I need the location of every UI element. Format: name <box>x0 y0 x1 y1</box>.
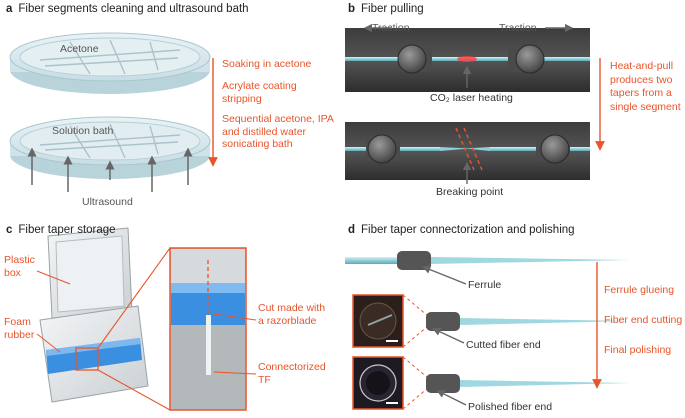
breaking-point-label: Breaking point <box>436 186 504 198</box>
step-sonicating: Sequential acetone, IPA and distilled wa… <box>222 113 334 150</box>
laser-heating-label: CO₂ laser heating <box>430 92 513 104</box>
acetone-dish <box>9 32 211 94</box>
polished-fiber-end-label: Polished fiber end <box>468 401 553 413</box>
zoom-inset-photo <box>169 247 247 411</box>
step-stripping: Acrylate coating stripping <box>222 80 297 105</box>
ultrasound-arrows <box>27 147 193 192</box>
solution-bath-label: Solution bath <box>52 125 114 137</box>
traction-right-label: Traction <box>499 22 537 34</box>
ferrule-fiber-bottom <box>426 374 630 393</box>
solution-bath-dish <box>9 116 211 179</box>
step-soaking: Soaking in acetone <box>222 58 312 70</box>
foam-rubber-label: Foam rubber <box>4 316 35 341</box>
connectorized-tf-label: Connectorized TF <box>258 361 326 386</box>
plastic-box-photo <box>39 227 149 403</box>
ultrasound-label: Ultrasound <box>82 196 133 208</box>
traction-left-label: Traction <box>372 22 410 34</box>
cutted-fiber-end-label: Cutted fiber end <box>466 339 541 351</box>
ferrule-fiber-top <box>345 251 630 270</box>
step-final-polishing: Final polishing <box>604 344 672 356</box>
polished-end-micrograph <box>352 356 404 410</box>
plastic-box-label: Plastic box <box>4 254 35 279</box>
step-fiber-end-cutting: Fiber end cutting <box>604 314 683 326</box>
acetone-label: Acetone <box>60 43 99 55</box>
heat-pull-description: Heat-and-pull produces two tapers from a… <box>610 60 681 113</box>
razorblade-cut-label: Cut made with a razorblade <box>258 302 326 327</box>
step-ferrule-glueing: Ferrule glueing <box>604 284 675 296</box>
cutted-end-micrograph <box>352 294 404 348</box>
ferrule-label: Ferrule <box>468 279 502 291</box>
ferrule-fiber-middle <box>426 312 630 331</box>
